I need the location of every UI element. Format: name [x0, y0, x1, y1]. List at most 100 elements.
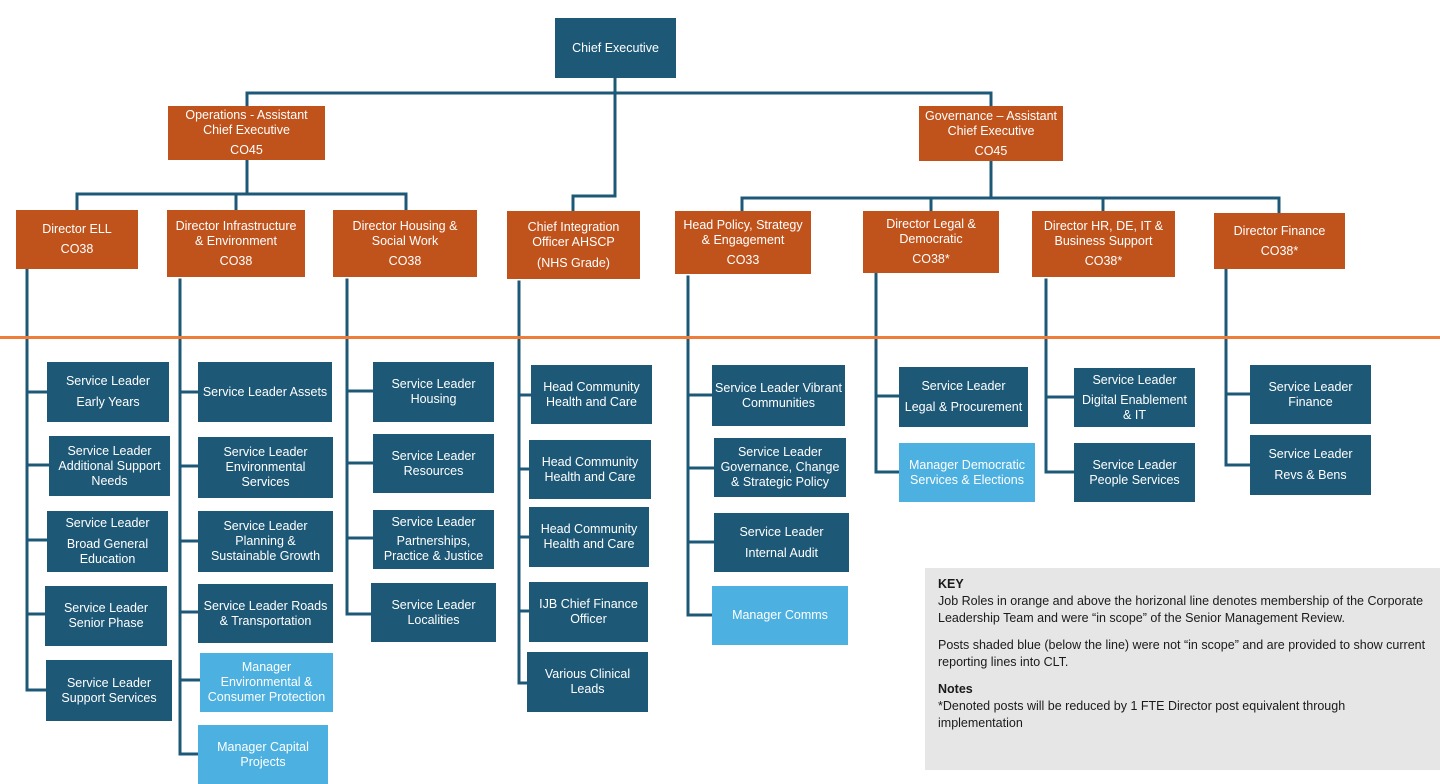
role-title-line: Chief Executive — [947, 123, 1035, 138]
post-line: Environmental & — [220, 675, 313, 689]
chief-executive-box: Chief Executive — [555, 18, 676, 78]
role-title-line: Director ELL — [42, 222, 112, 236]
post-line: Manager Capital — [217, 739, 309, 754]
role-title-line: Head Policy, Strategy — [683, 217, 803, 232]
post-box: Service Leader Additional Support Needs — [49, 436, 170, 496]
post-box: Service Leader Digital Enablement & IT — [1074, 368, 1195, 427]
role-title-line: & Engagement — [701, 232, 785, 247]
post-box: Service Leader Early Years — [47, 362, 169, 422]
post-line: Manager — [241, 660, 292, 674]
post-line: Education — [79, 552, 136, 566]
post-line: Partnerships, — [396, 534, 471, 548]
post-line: & Transportation — [219, 613, 312, 628]
role-grade: CO45 — [974, 143, 1008, 158]
post-box: Service Leader Governance, Change & Stra… — [714, 438, 846, 497]
role-title-line: Operations - Assistant — [185, 108, 308, 122]
post-line: Localities — [407, 612, 460, 627]
post-line: Service Leader — [391, 377, 476, 391]
director-finance-box: Director Finance CO38* — [1214, 213, 1345, 269]
post-box: Manager Democratic Services & Elections — [899, 443, 1035, 502]
post-box: Head Community Health and Care — [531, 365, 652, 424]
post-line: Service Leader — [65, 516, 150, 530]
post-box: IJB Chief Finance Officer — [529, 582, 648, 642]
director-legal-box: Director Legal & Democratic CO38* — [863, 211, 999, 273]
post-line: Service Leader Assets — [202, 384, 328, 399]
role-title-line: Director Legal & — [886, 217, 976, 231]
post-line: Projects — [240, 754, 286, 769]
post-line: Manager Democratic — [908, 457, 1025, 472]
post-line: Service Leader — [1268, 447, 1353, 461]
chief-integration-officer-box: Chief Integration Officer AHSCP (NHS Gra… — [507, 211, 640, 279]
director-ell-box: Director ELL CO38 — [16, 210, 138, 269]
post-box: Manager Capital Projects — [198, 725, 328, 784]
role-grade: CO38* — [912, 252, 950, 266]
post-line: Environmental — [225, 460, 306, 474]
role-title-line: Chief Executive — [203, 123, 290, 137]
post-line: Internal Audit — [745, 545, 818, 560]
post-line: Service Leader — [223, 519, 308, 533]
role-grade: (NHS Grade) — [537, 255, 610, 270]
post-line: Broad General — [66, 537, 149, 551]
role-title-line: Chief Integration — [527, 219, 620, 234]
post-line: Services & Elections — [910, 472, 1024, 487]
clt-boundary-line — [0, 336, 1440, 339]
director-housing-box: Director Housing & Social Work CO38 — [333, 210, 477, 277]
post-box: Head Community Health and Care — [529, 507, 649, 567]
role-title-line: Director HR, DE, IT & — [1043, 219, 1164, 233]
post-line: Health and Care — [543, 537, 635, 551]
role-grade: CO45 — [230, 143, 263, 157]
post-line: Additional Support — [58, 458, 161, 473]
post-line: Early Years — [76, 395, 140, 409]
notes-heading: Notes — [938, 682, 973, 696]
post-box: Service Leader Senior Phase — [45, 586, 167, 646]
role-title-line: Social Work — [371, 233, 439, 248]
post-line: Service Leader — [921, 379, 1006, 393]
post-line: Communities — [742, 395, 815, 410]
post-line: Service Leader — [391, 448, 476, 463]
post-box: Service Leader Planning & Sustainable Gr… — [198, 511, 333, 572]
governance-assistant-chief-box: Governance – Assistant Chief Executive C… — [919, 106, 1063, 161]
role-title-line: Director Finance — [1233, 223, 1326, 238]
role-grade: CO38 — [219, 253, 253, 268]
post-line: Governance, Change — [720, 460, 840, 474]
post-box: Service Leader Localities — [371, 583, 496, 642]
post-line: Service Leader — [63, 601, 149, 615]
post-box: Service Leader Vibrant Communities — [712, 365, 845, 426]
post-box: Service Leader Housing — [373, 362, 494, 422]
post-box: Service Leader Roads & Transportation — [198, 584, 333, 643]
role-title-line: Governance – Assistant — [924, 108, 1058, 123]
post-line: People Services — [1089, 472, 1180, 487]
post-line: Legal & Procurement — [904, 400, 1023, 414]
post-box: Service Leader People Services — [1074, 443, 1195, 502]
post-box: Service Leader Finance — [1250, 365, 1371, 424]
post-line: Various Clinical — [544, 667, 631, 681]
post-line: Revs & Bens — [1274, 468, 1347, 482]
post-line: Health and Care — [544, 469, 636, 484]
post-line: Service Leader — [67, 443, 152, 458]
post-box: Service Leader Legal & Procurement — [899, 367, 1028, 427]
post-line: Senior Phase — [68, 616, 144, 630]
operations-assistant-chief-box: Operations - Assistant Chief Executive C… — [168, 106, 325, 160]
post-line: Service Leader — [65, 374, 151, 388]
post-line: Service Leader Vibrant — [715, 380, 842, 395]
post-box: Service Leader Internal Audit — [714, 513, 849, 572]
post-line: Service Leader — [1092, 457, 1177, 472]
post-box: Service Leader Partnerships, Practice & … — [373, 510, 494, 569]
post-box: Service Leader Assets — [198, 362, 332, 422]
post-box: Service Leader Environmental Services — [198, 437, 333, 498]
role-title-line: Democratic — [899, 232, 963, 246]
role-title-line: Business Support — [1054, 234, 1153, 248]
post-box: Service Leader Support Services — [46, 660, 172, 721]
post-line: & IT — [1123, 407, 1146, 422]
post-line: Health and Care — [545, 394, 638, 409]
post-line: Service Leader — [1268, 379, 1353, 394]
chief-executive-title: Chief Executive — [572, 40, 659, 55]
notes-text: *Denoted posts will be reduced by 1 FTE … — [938, 699, 1346, 730]
key-text-2: Posts shaded blue (below the line) were … — [938, 638, 1426, 669]
director-infrastructure-box: Director Infrastructure & Environment CO… — [167, 210, 305, 277]
post-line: Officer — [570, 612, 607, 626]
post-line: Housing — [410, 392, 457, 406]
post-line: Service Leader — [1092, 372, 1177, 387]
post-line: Digital Enablement — [1082, 392, 1187, 407]
role-title-line: Officer AHSCP — [532, 234, 615, 249]
